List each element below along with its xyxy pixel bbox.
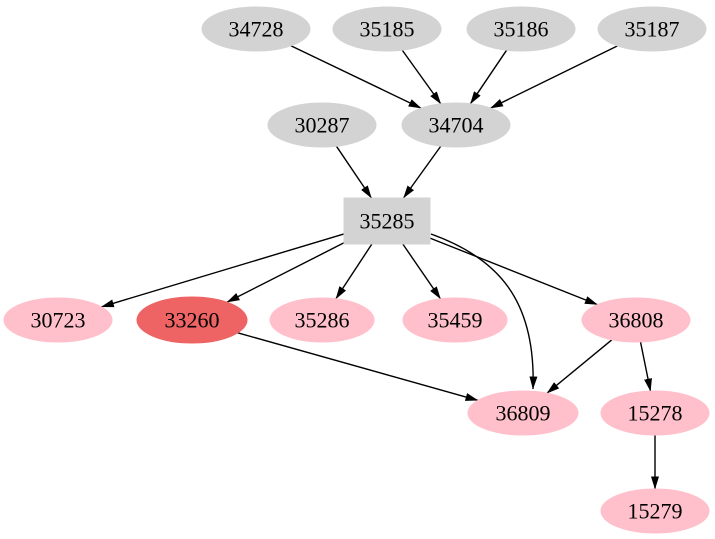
node-35185: 35185 [332, 6, 442, 52]
edge-35187-34704 [490, 45, 618, 109]
node-15278: 15278 [600, 390, 710, 436]
node-label-35459: 35459 [428, 307, 483, 332]
node-33260: 33260 [136, 296, 248, 344]
node-label-15279: 15279 [628, 498, 683, 523]
node-shape-36809 [467, 390, 579, 436]
node-label-33260: 33260 [165, 307, 220, 332]
node-35186: 35186 [466, 6, 576, 52]
node-label-35187: 35187 [625, 16, 680, 41]
edge-35285-33260 [226, 242, 345, 303]
node-shape-34728 [201, 6, 311, 52]
node-label-36809: 36809 [496, 400, 551, 425]
node-34728: 34728 [201, 6, 311, 52]
edge-35185-34704 [401, 49, 442, 105]
node-shape-35185 [332, 6, 442, 52]
node-shape-30287 [267, 102, 377, 148]
edge-36808-36809 [546, 339, 613, 394]
node-36808: 36808 [581, 297, 691, 343]
node-label-35286: 35286 [295, 307, 350, 332]
node-30287: 30287 [267, 102, 377, 148]
edge-35285-30723 [100, 233, 345, 308]
node-label-35285: 35285 [360, 208, 415, 233]
edge-33260-36809 [237, 332, 479, 402]
node-shape-35186 [466, 6, 576, 52]
edge-34704-35285 [402, 145, 442, 199]
node-shape-33260 [136, 296, 248, 344]
edge-35285-36808 [429, 237, 598, 306]
node-30723: 30723 [3, 297, 113, 343]
edge-35285-35286 [335, 243, 373, 300]
node-layer: 34728 35185 35186 35187 30287 34704 35285 30723… [3, 6, 710, 534]
node-35459: 35459 [402, 297, 508, 343]
edge-35285-36809 [430, 233, 538, 390]
edge-35285-35459 [402, 243, 442, 300]
node-34704: 34704 [401, 102, 511, 148]
node-shape-15279 [600, 488, 710, 534]
node-36809: 36809 [467, 390, 579, 436]
node-label-34728: 34728 [229, 16, 284, 41]
node-label-36808: 36808 [609, 307, 664, 332]
node-shape-35285 [343, 197, 431, 245]
node-shape-35286 [269, 297, 375, 343]
node-shape-36808 [581, 297, 691, 343]
node-35285: 35285 [343, 197, 431, 245]
node-15279: 15279 [600, 488, 710, 534]
node-35286: 35286 [269, 297, 375, 343]
node-label-30287: 30287 [295, 112, 350, 137]
node-shape-30723 [3, 297, 113, 343]
edge-34728-34704 [290, 45, 422, 109]
node-label-15278: 15278 [628, 400, 683, 425]
node-shape-34704 [401, 102, 511, 148]
node-label-34704: 34704 [429, 112, 484, 137]
edge-layer [100, 45, 659, 490]
node-35187: 35187 [597, 6, 707, 52]
node-shape-35187 [597, 6, 707, 52]
node-shape-35459 [402, 297, 508, 343]
edge-30287-35285 [335, 145, 372, 199]
node-label-35185: 35185 [360, 16, 415, 41]
node-label-30723: 30723 [31, 307, 86, 332]
edge-35186-34704 [469, 49, 508, 105]
node-shape-15278 [600, 390, 710, 436]
node-label-35186: 35186 [494, 16, 549, 41]
edge-36808-15278 [639, 341, 652, 392]
